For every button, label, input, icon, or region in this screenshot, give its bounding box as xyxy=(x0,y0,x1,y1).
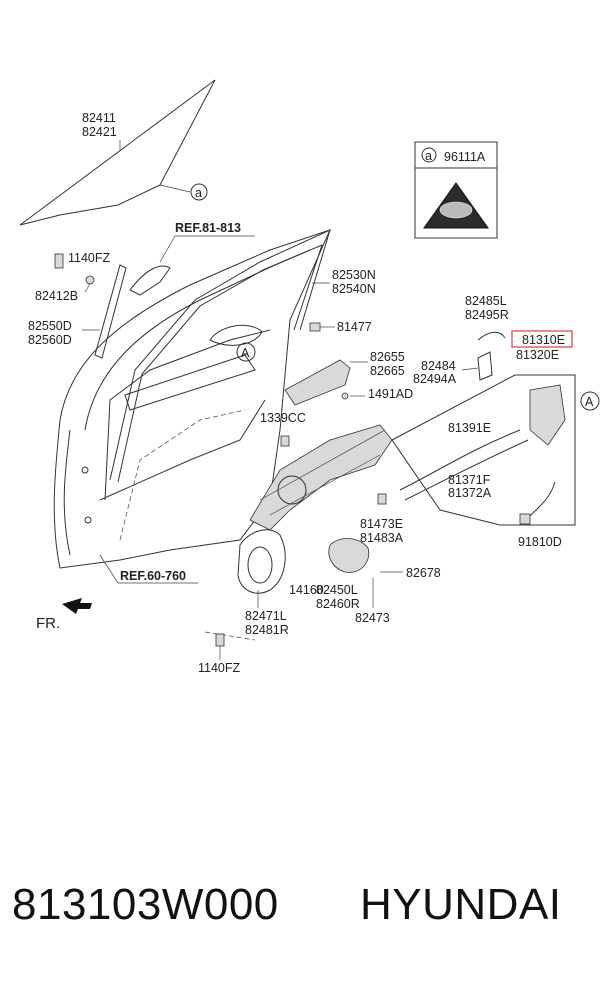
part-number: 813103W000 xyxy=(12,880,279,929)
label-82484: 82484 xyxy=(421,359,456,373)
legend-part-96111a: 96111A xyxy=(444,150,486,164)
label-1339cc: 1339CC xyxy=(260,411,306,425)
label-82450l: 82450L xyxy=(316,583,358,597)
label-82655: 82655 xyxy=(370,350,405,364)
brand-name: HYUNDAI xyxy=(360,880,562,929)
label-82471l: 82471L xyxy=(245,609,287,623)
label-82473: 82473 xyxy=(355,611,390,625)
door-glass xyxy=(19,79,216,226)
highlight-81310e xyxy=(511,330,573,348)
label-82481r: 82481R xyxy=(245,623,289,637)
label-82494a: 82494A xyxy=(413,372,457,386)
rear-channel-part xyxy=(94,264,127,359)
label-81372a: 81372A xyxy=(448,486,492,500)
callout-a-label: a xyxy=(195,186,202,200)
label-82560d: 82560D xyxy=(28,333,72,347)
callout-A-left xyxy=(236,342,256,362)
label-81477: 81477 xyxy=(337,320,372,334)
label-82411: 82411 xyxy=(82,111,116,125)
label-82678: 82678 xyxy=(406,566,441,580)
inside-handle-part xyxy=(284,359,351,406)
callout-A-left-label: A xyxy=(241,346,250,360)
label-81310e: 81310E xyxy=(522,333,565,347)
cable-81391e xyxy=(399,429,521,491)
front-marker-label: FR. xyxy=(36,615,60,632)
outside-handle-part xyxy=(129,265,171,296)
label-82412b: 82412B xyxy=(35,289,78,303)
callout-A-right xyxy=(580,391,600,411)
legend-box xyxy=(414,141,498,239)
door-shell xyxy=(53,229,331,569)
label-81320e: 81320E xyxy=(516,348,559,362)
wiring-harness-part xyxy=(527,481,556,519)
label-91810d: 91810D xyxy=(518,535,562,549)
callout-a-circle xyxy=(190,183,208,201)
label-82530n: 82530N xyxy=(332,268,376,282)
label-1140fz-bottom: 1140FZ xyxy=(198,661,241,675)
label-82495r: 82495R xyxy=(465,308,509,322)
label-81473e: 81473E xyxy=(360,517,403,531)
label-81483a: 81483A xyxy=(360,531,404,545)
label-1491ad: 1491AD xyxy=(368,387,413,401)
window-regulator xyxy=(237,424,393,594)
label-82421: 82421 xyxy=(82,125,117,139)
legend-callout-a: a xyxy=(425,149,432,163)
label-82485l: 82485L xyxy=(465,294,507,308)
front-arrow-icon xyxy=(62,598,92,614)
label-14160: 14160 xyxy=(289,583,324,597)
label-81391e: 81391E xyxy=(448,421,491,435)
ref-60-760: REF.60-760 xyxy=(120,569,186,583)
parts-diagram: 82411 82421 a a 96111A REF.81-813 1140FZ… xyxy=(19,79,600,675)
ref-81-813: REF.81-813 xyxy=(175,221,241,235)
label-1140fz-top: 1140FZ xyxy=(68,251,111,265)
label-82540n: 82540N xyxy=(332,282,376,296)
latch-group-outline xyxy=(391,374,576,526)
label-82665: 82665 xyxy=(370,364,405,378)
door-latch-part xyxy=(529,384,566,446)
label-81371f: 81371F xyxy=(448,473,491,487)
door-sash-part xyxy=(109,229,331,481)
callout-A-right-label: A xyxy=(585,395,594,409)
label-82460r: 82460R xyxy=(316,597,360,611)
label-82550d: 82550D xyxy=(28,319,72,333)
rod-clip-part xyxy=(477,331,506,341)
regulator-motor-part xyxy=(328,538,370,573)
footer: 813103W000 HYUNDAI xyxy=(0,880,600,950)
